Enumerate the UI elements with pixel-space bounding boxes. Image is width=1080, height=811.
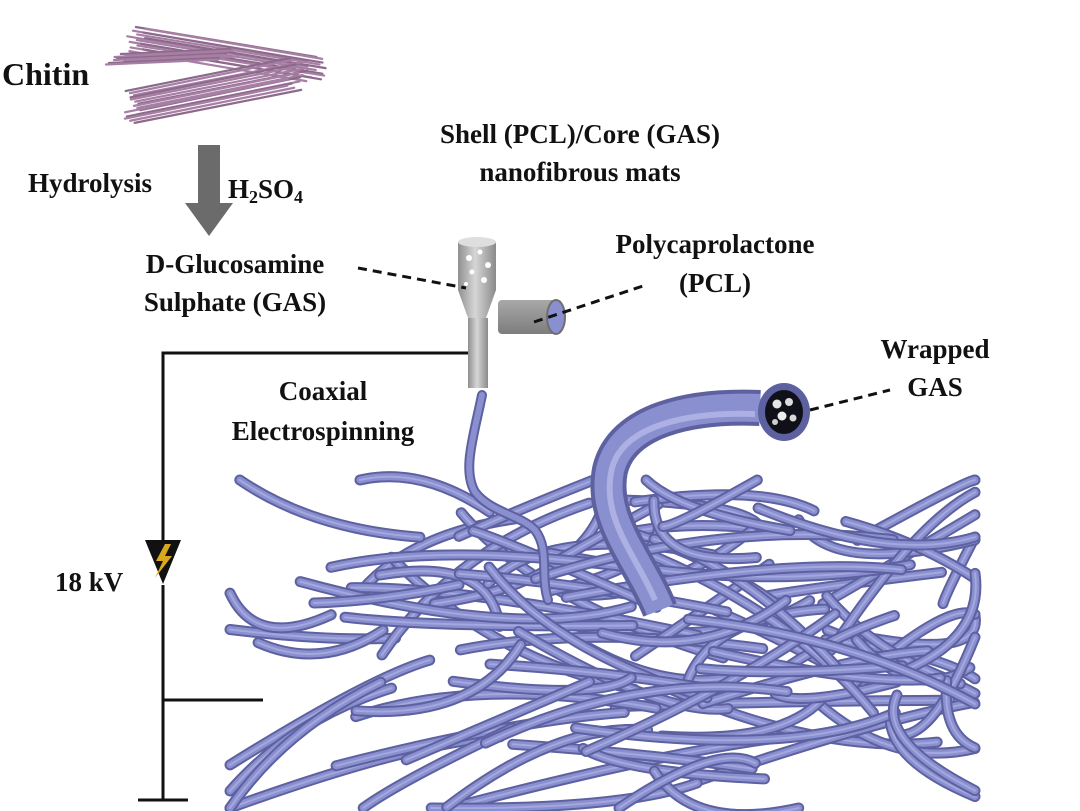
chitin-crystals-illustration [104,25,327,124]
gas-label: D-Glucosamine Sulphate (GAS) [100,248,370,318]
voltage-label: 18 kV [55,567,124,597]
chitin-label: Chitin [2,56,90,92]
gas-particle [772,419,778,425]
gas-label-line1: D-Glucosamine [145,249,325,279]
gas-label-line2: Sulphate (GAS) [143,287,327,317]
shell-core-line1: Shell (PCL)/Core (GAS) [440,119,720,149]
hydrolysis-label: Hydrolysis [28,168,153,198]
wrapped-gas-label: Wrapped GAS [850,333,1020,403]
gas-particle [777,411,787,421]
coaxial-nozzle [458,237,566,388]
gas-particle [789,414,797,422]
gas-particle [785,398,793,406]
coaxial-label-line1: Coaxial [278,376,368,406]
leader-lines [357,266,891,412]
coaxial-label-line2: Electrospinning [231,416,415,446]
shell-core-line2: nanofibrous mats [479,157,681,187]
pcl-label-line2: (PCL) [679,268,751,298]
pcl-label-line1: Polycaprolactone [615,229,815,259]
circuit-wire [138,351,468,802]
gas-particle [772,399,782,409]
wrapped-label-line2: GAS [907,372,963,402]
pcl-label: Polycaprolactone (PCL) [560,228,870,299]
wrapped-fiber-tube [590,383,810,618]
coaxial-label: Coaxial Electrospinning [188,375,458,447]
acid-label: H2SO4 [228,174,304,207]
wrapped-label-line1: Wrapped [880,334,990,364]
down-arrow-icon [185,145,233,236]
lightning-bolt-icon [145,540,181,584]
shell-core-title: Shell (PCL)/Core (GAS) nanofibrous mats [400,118,760,188]
